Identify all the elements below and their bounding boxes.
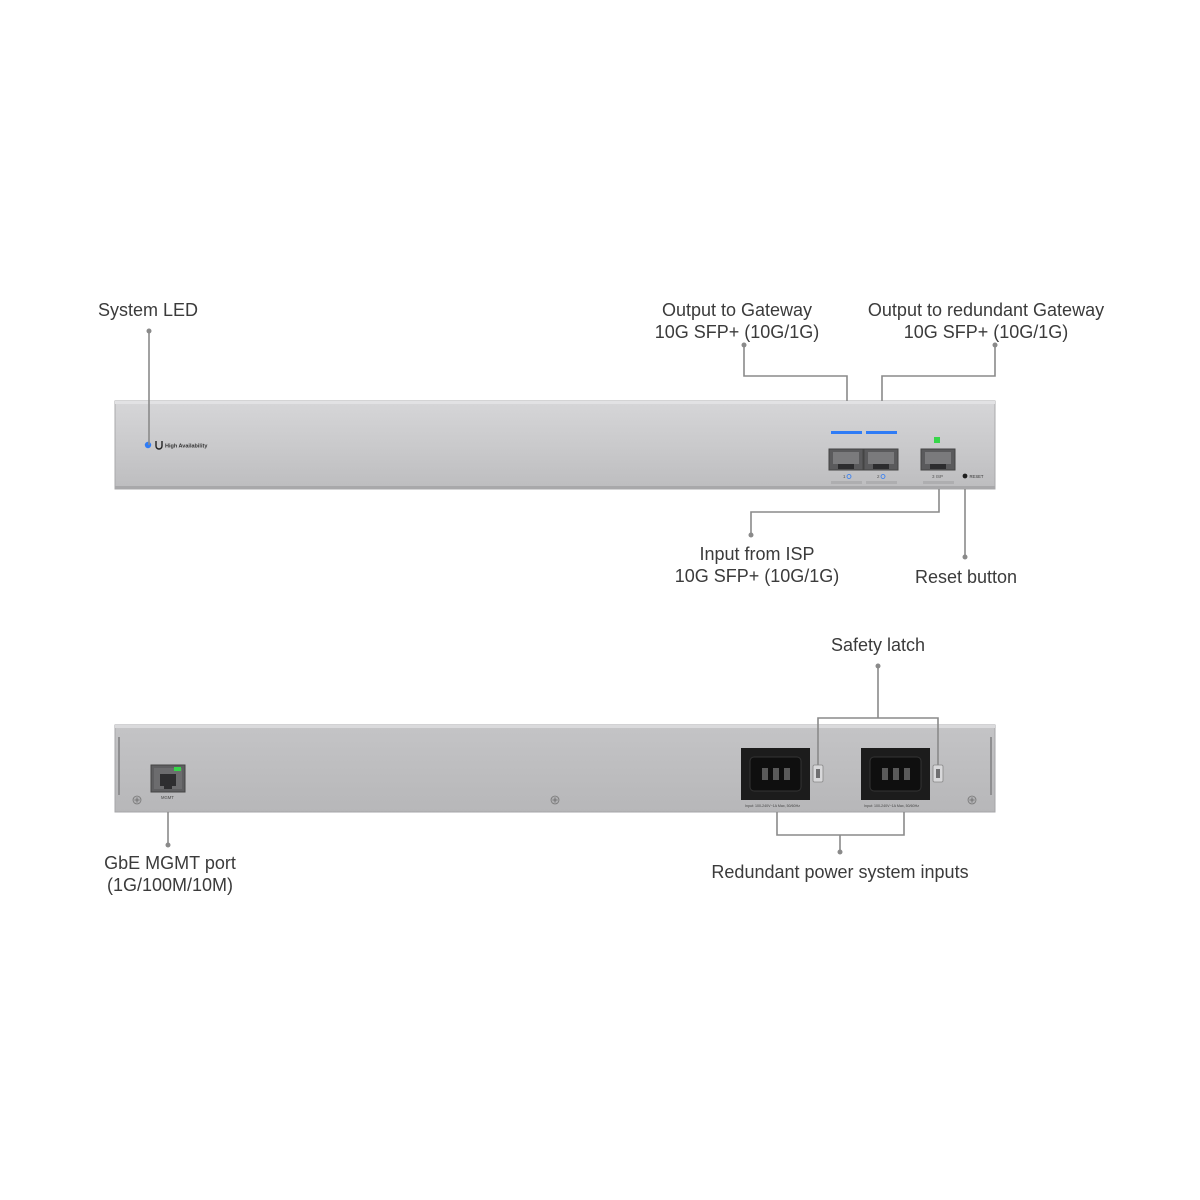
ubiquiti-logo-icon [155,441,163,450]
callout-system-led-line1: System LED [97,300,199,320]
callout-system-led: System LED [88,299,208,321]
rear-panel: MGMT Input: 100-240V~1A Max, 50/60Hz Inp… [114,724,996,813]
callout-output-redundant: Output to redundant Gateway 10G SFP+ (10… [850,299,1122,343]
power-inlet-2[interactable]: Input: 100-240V~1A Max, 50/60Hz [861,748,930,808]
high-availability-badge: High Availability [165,444,208,450]
screw-icon [550,795,560,805]
sfp-port-2[interactable]: 2 [863,431,899,484]
isp-port-label: 3 ISP [932,474,943,479]
front-panel: High Availability 1 2 3 ISP [114,400,996,490]
reset-button[interactable] [962,473,968,479]
callout-output-gateway-line2: 10G SFP+ (10G/1G) [654,322,820,342]
callout-mgmt-port-line2: (1G/100M/10M) [106,875,234,895]
callout-input-isp-line2: 10G SFP+ (10G/1G) [674,566,840,586]
leader-safety-latch [817,666,939,765]
leader-lines [148,331,996,852]
power-inlet-1-rating: Input: 100-240V~1A Max, 50/60Hz [745,804,800,808]
system-led [144,441,152,449]
leader-power-inputs [776,812,905,852]
callout-output-redundant-line2: 10G SFP+ (10G/1G) [903,322,1069,342]
isp-port-led [934,437,940,443]
callout-output-gateway: Output to Gateway 10G SFP+ (10G/1G) [627,299,847,343]
safety-latch-2[interactable] [932,764,944,783]
screw-icon [132,795,142,805]
callout-output-redundant-line1: Output to redundant Gateway [867,300,1105,320]
sfp-port-1-number: 1 [843,474,846,479]
leader-input-isp [750,489,940,535]
leader-dots [146,328,998,855]
mgmt-link-led [174,767,181,771]
sfp-port-1[interactable]: 1 [828,431,864,484]
callout-mgmt-port: GbE MGMT port (1G/100M/10M) [80,852,260,896]
callout-input-isp: Input from ISP 10G SFP+ (10G/1G) [647,543,867,587]
leader-output-redundant [881,345,996,401]
callout-safety-latch: Safety latch [808,634,948,656]
sfp-port-2-number: 2 [877,474,880,479]
sfp-port-1-led [831,431,862,434]
power-inlet-2-rating: Input: 100-240V~1A Max, 50/60Hz [864,804,919,808]
callout-reset-line1: Reset button [914,567,1018,587]
safety-latch-1[interactable] [812,764,824,783]
screw-icon [967,795,977,805]
callout-output-gateway-line1: Output to Gateway [661,300,813,320]
power-inlet-1[interactable]: Input: 100-240V~1A Max, 50/60Hz [741,748,810,808]
callout-power-inputs-line1: Redundant power system inputs [711,862,969,882]
callout-power-inputs: Redundant power system inputs [690,861,990,883]
reset-label: RESET [970,474,984,479]
callout-reset: Reset button [896,566,1036,588]
sfp-port-2-led [866,431,897,434]
mgmt-port[interactable]: MGMT [150,764,186,800]
callout-mgmt-port-line1: GbE MGMT port [104,853,236,873]
callout-safety-latch-line1: Safety latch [830,635,926,655]
leader-output-gateway [743,345,848,401]
mgmt-label: MGMT [161,795,174,800]
sfp-port-isp[interactable]: 3 ISP [920,437,956,484]
callout-input-isp-line1: Input from ISP [699,544,815,564]
